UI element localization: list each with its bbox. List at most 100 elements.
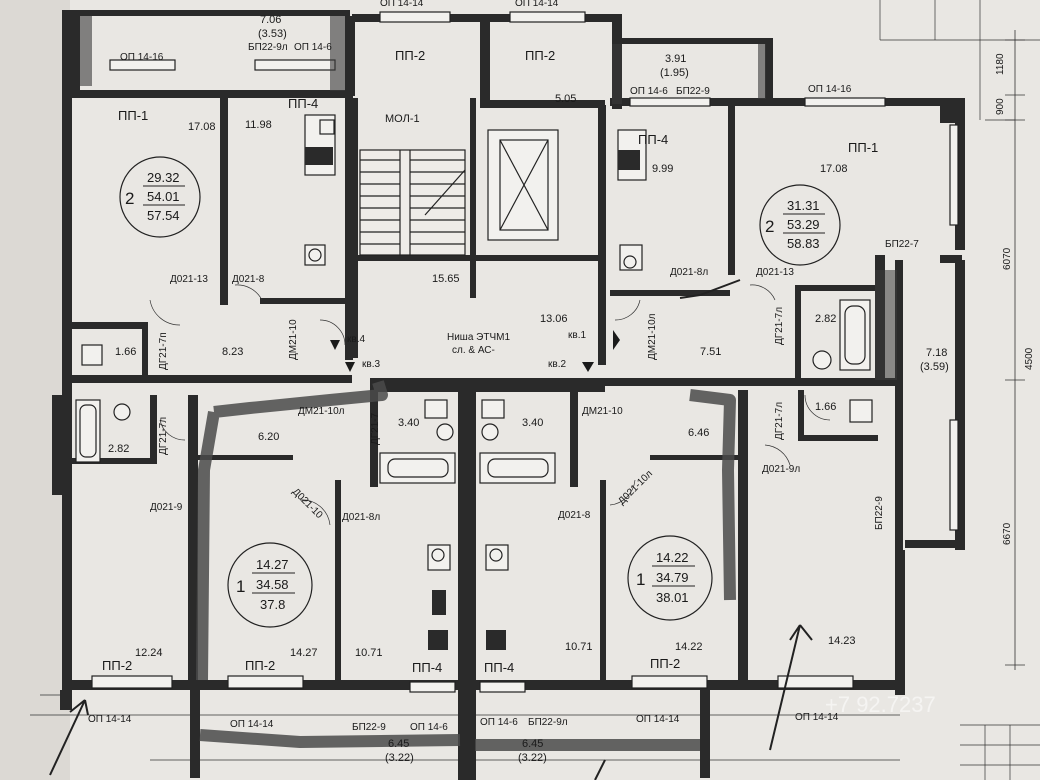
tag: ДГ21-7л — [158, 417, 169, 455]
tag: ОП 14-16 — [808, 84, 852, 95]
dimension-lines — [985, 30, 1025, 670]
tag: БП22-7 — [885, 239, 919, 250]
tag: ПП-2 — [650, 656, 680, 671]
tag: ПП-4 — [288, 96, 318, 111]
room-area: 13.06 — [540, 313, 568, 325]
room-area: 14.23 — [828, 635, 856, 647]
room-area: 6.46 — [688, 427, 709, 439]
tag: кв.2 — [548, 359, 566, 370]
tag: ДГ21-7л — [774, 402, 785, 440]
tag: ДМ21-10 — [582, 406, 623, 417]
door-arcs — [149, 284, 831, 526]
dim-6070: 6070 — [1002, 247, 1013, 270]
elevator-shaft — [487, 129, 559, 241]
tag: ПП-1 — [118, 108, 148, 123]
tag: ОП 14-6 — [410, 722, 448, 733]
tag: ДГ21-7 — [370, 412, 381, 445]
tag: ОП 14-14 — [515, 0, 559, 9]
tag: ОП 14-16 — [120, 52, 164, 63]
marker-outline-bottom — [199, 729, 700, 751]
room-area: 14.27 — [290, 647, 318, 659]
balcony-area-reduced: (1.95) — [660, 67, 689, 79]
tag: сл. & АС- — [452, 345, 495, 356]
tag: ОП 14-14 — [88, 714, 132, 725]
apt-total-area: 57.54 — [147, 208, 180, 223]
tag: ОП 14-14 — [795, 712, 839, 723]
tag: ДМ21-10л — [647, 313, 658, 360]
tag: ПП-1 — [848, 140, 878, 155]
bath-fixtures — [75, 114, 873, 650]
dim-6670: 6670 — [1002, 522, 1013, 545]
tag: ПП-4 — [412, 660, 442, 675]
room-area: 17.08 — [188, 121, 216, 133]
balcony-area: 6.45 — [522, 738, 543, 750]
staircase — [359, 149, 466, 256]
apt-living-area: 29.32 — [147, 170, 180, 185]
room-area: 3.40 — [522, 417, 543, 429]
room-area: 17.08 — [820, 163, 848, 175]
room-area: 3.40 — [398, 417, 419, 429]
room-area: 8.23 — [222, 346, 243, 358]
right-frame-grid — [879, 0, 1040, 780]
marker-outline-right — [689, 389, 736, 601]
tag: Д021-8 — [558, 510, 591, 521]
balcony-area: 7.06 — [260, 14, 281, 26]
apt-living-area: 14.22 — [656, 550, 689, 565]
tag: БП22-9 — [352, 722, 386, 733]
apt-total-area: 38.01 — [656, 590, 689, 605]
balcony-area: 7.18 — [926, 347, 947, 359]
apt-summary-top-right: 2 31.31 53.29 58.83 — [759, 184, 841, 266]
apt-total-area: 37.8 — [260, 597, 285, 612]
room-area: 1.66 — [115, 346, 136, 358]
tag: ДМ21-10 — [288, 319, 299, 360]
tag: ОП 14-6 — [294, 42, 332, 53]
tag: ДГ21-7п — [158, 332, 169, 370]
tag: ДГ21-7л — [774, 307, 785, 345]
balcony-area-reduced: (3.59) — [920, 361, 949, 373]
apt-useful-area: 54.01 — [147, 189, 180, 204]
tag: Д021-9 — [150, 502, 183, 513]
dim-900: 900 — [995, 98, 1006, 115]
tag: БП22-9 — [874, 496, 885, 530]
room-area: 12.24 — [135, 647, 163, 659]
room-area: 7.51 — [700, 346, 721, 358]
tag: ПП-2 — [245, 658, 275, 673]
room-area: 5.05 — [555, 93, 576, 105]
tag: кв.4 — [347, 334, 365, 345]
apt-living-area: 14.27 — [256, 557, 289, 572]
room-area: 1.66 — [815, 401, 836, 413]
tag: ПП-4 — [638, 132, 668, 147]
tag: ПП-2 — [102, 658, 132, 673]
inner-walls — [72, 95, 895, 680]
balcony-area: 3.91 — [665, 53, 686, 65]
left-margin-shade — [0, 0, 70, 780]
room-area: 10.71 — [565, 641, 593, 653]
watermark: +7 92.7237 — [825, 692, 936, 717]
tag: ОП 14-14 — [230, 719, 274, 730]
tag: Д021-13 — [756, 267, 794, 278]
apt-summary-bottom-right: 1 14.22 34.79 38.01 — [627, 535, 713, 621]
hand-drawn-arrows — [49, 279, 813, 780]
tag: ПП-2 — [395, 48, 425, 63]
tag: ОП 14-14 — [380, 0, 424, 9]
balcony-area-reduced: (3.22) — [518, 752, 547, 764]
apt-rooms: 1 — [236, 577, 245, 596]
tag: Д021-13 — [170, 274, 208, 285]
tag: ОП 14-14 — [636, 714, 680, 725]
tag: Ниша ЭТЧМ1 — [447, 332, 510, 343]
apt-useful-area: 34.79 — [656, 570, 689, 585]
tag: БП22-9л — [248, 42, 288, 53]
balcony-area: 6.45 — [388, 738, 409, 750]
apt-rooms: 2 — [765, 217, 774, 236]
tag: ДМ21-10л — [298, 406, 345, 417]
tag: кв.3 — [362, 359, 380, 370]
room-areas: 17.08 11.98 8.23 1.66 2.82 6.20 3.40 14.… — [108, 14, 949, 764]
apt-useful-area: 53.29 — [787, 217, 820, 232]
tag: МОЛ-1 — [385, 113, 420, 125]
tag: Д021-8л — [670, 267, 708, 278]
room-area: 15.65 — [432, 273, 460, 285]
entry-triangles — [330, 330, 620, 372]
balcony-area-reduced: (3.22) — [385, 752, 414, 764]
room-area: 11.98 — [245, 119, 272, 131]
